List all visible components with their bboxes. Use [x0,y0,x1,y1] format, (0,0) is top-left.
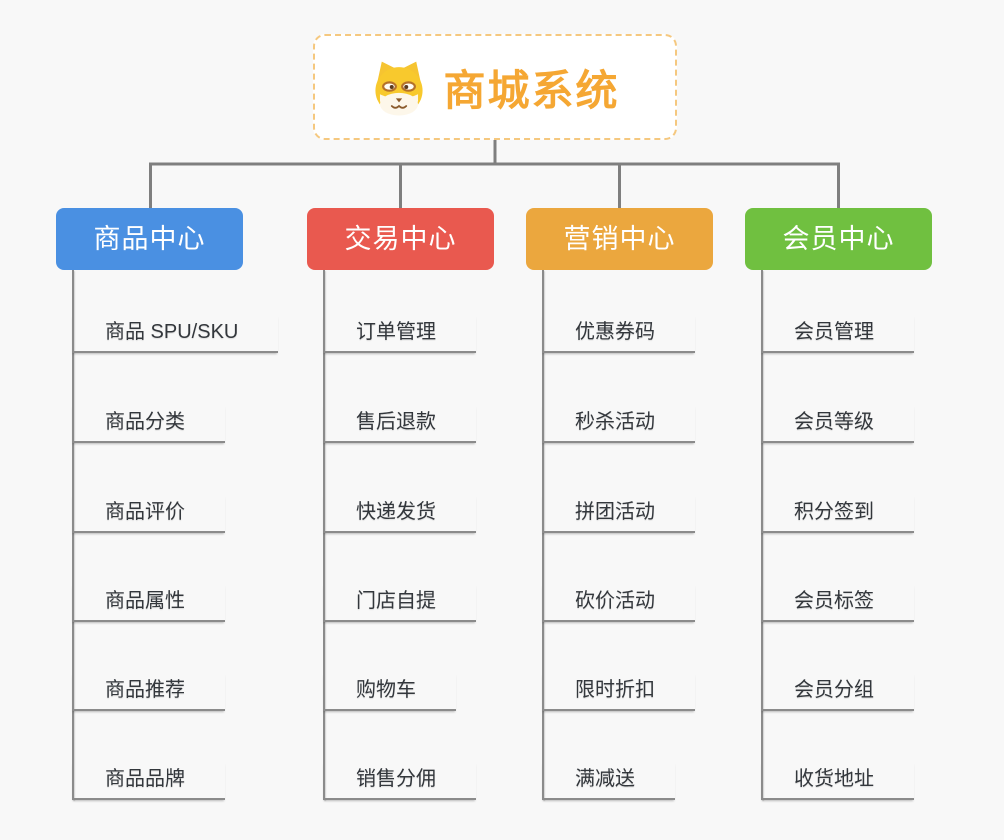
leaf-group-trade: 订单管理 售后退款 快递发货 门店自提 购物车 销售分佣 [323,270,544,800]
leaf-item[interactable]: 商品推荐 [72,673,225,711]
leaf-item[interactable]: 商品评价 [72,495,225,533]
leaf-item[interactable]: 会员等级 [761,405,914,443]
root-title: 商城系统 [443,66,620,114]
leaf-item[interactable]: 收货地址 [761,762,914,800]
connector-trunk-trade [323,270,325,800]
leaf-item[interactable]: 商品属性 [72,584,225,622]
leaf-item[interactable]: 限时折扣 [542,673,695,711]
leaf-item[interactable]: 商品 SPU/SKU [72,315,279,353]
branch-node-member-center[interactable]: 会员中心 [745,208,932,270]
shiba-dog-icon [375,61,424,116]
leaf-item[interactable]: 购物车 [323,673,456,711]
leaf-item[interactable]: 会员管理 [761,315,914,353]
connector-trunk-marketing [542,270,544,800]
leaf-item[interactable]: 商品分类 [72,405,225,443]
leaf-item[interactable]: 秒杀活动 [542,405,695,443]
leaf-item[interactable]: 销售分佣 [323,762,476,800]
leaf-item[interactable]: 售后退款 [323,405,476,443]
leaf-item[interactable]: 拼团活动 [542,495,695,533]
root-node[interactable]: 商城系统 [313,34,677,140]
leaf-item[interactable]: 砍价活动 [542,584,695,622]
leaf-item[interactable]: 满减送 [542,762,675,800]
leaf-item[interactable]: 订单管理 [323,315,476,353]
leaf-group-marketing: 优惠券码 秒杀活动 拼团活动 砍价活动 限时折扣 满减送 [542,270,763,800]
leaf-group-member: 会员管理 会员等级 积分签到 会员标签 会员分组 收货地址 [761,270,982,800]
leaf-item[interactable]: 会员分组 [761,673,914,711]
leaf-item[interactable]: 快递发货 [323,495,476,533]
leaf-item[interactable]: 门店自提 [323,584,476,622]
branch-node-product-center[interactable]: 商品中心 [56,208,243,270]
leaf-item[interactable]: 会员标签 [761,584,914,622]
leaf-item[interactable]: 优惠券码 [542,315,695,353]
connector-trunk-member [761,270,763,800]
branch-node-marketing-center[interactable]: 营销中心 [526,208,713,270]
leaf-item[interactable]: 商品品牌 [72,762,225,800]
branch-node-trade-center[interactable]: 交易中心 [307,208,494,270]
connector-trunk-product [72,270,74,800]
leaf-item[interactable]: 积分签到 [761,495,914,533]
leaf-group-product: 商品 SPU/SKU 商品分类 商品评价 商品属性 商品推荐 商品品牌 [72,270,293,800]
